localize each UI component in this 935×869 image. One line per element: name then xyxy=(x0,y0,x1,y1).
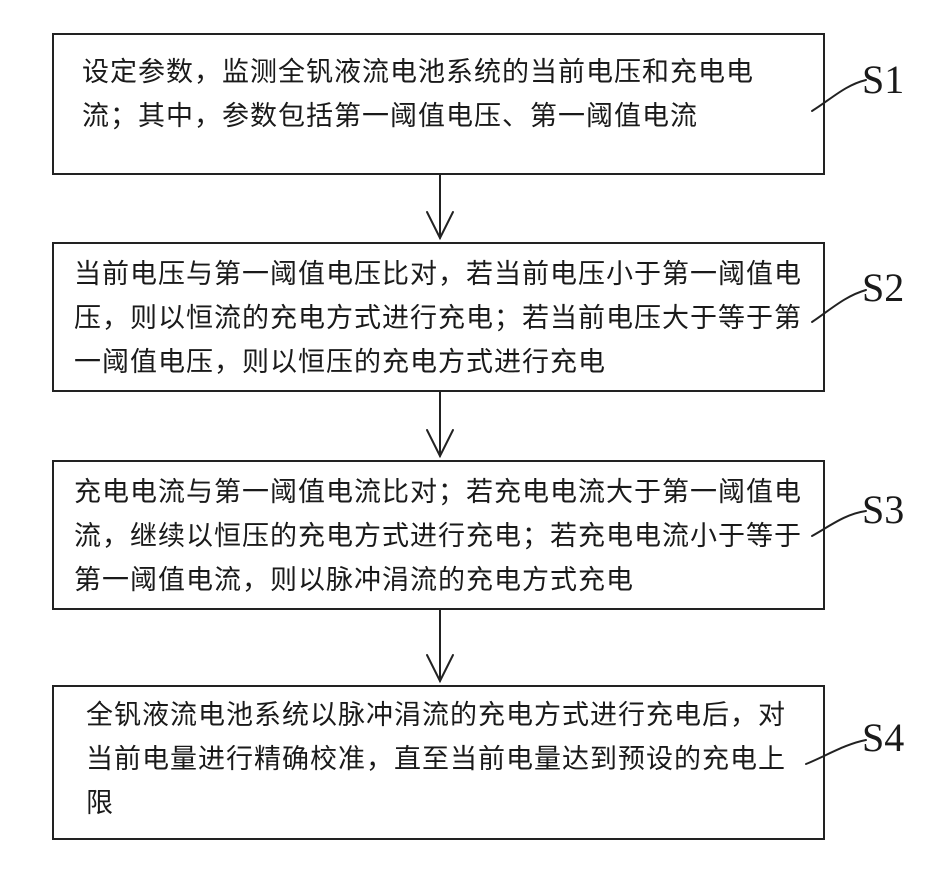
step-box-s4: 全钒液流电池系统以脉冲涓流的充电方式进行充电后，对当前电量进行精确校准，直至当前… xyxy=(52,685,825,840)
step-box-s2: 当前电压与第一阈值电压比对，若当前电压小于第一阈值电压，则以恒流的充电方式进行充… xyxy=(52,242,825,392)
arrow-head-s3-s4 xyxy=(427,655,453,681)
step-label-s1: S1 xyxy=(862,60,904,100)
step-box-s1: 设定参数，监测全钒液流电池系统的当前电压和充电电流；其中，参数包括第一阈值电压、… xyxy=(52,33,825,175)
arrow-head-s2-s3 xyxy=(427,430,453,456)
step-text-s2: 当前电压与第一阈值电压比对，若当前电压小于第一阈值电压，则以恒流的充电方式进行充… xyxy=(74,253,809,385)
step-box-s3: 充电电流与第一阈值电流比对；若充电电流大于第一阈值电流，继续以恒压的充电方式进行… xyxy=(52,460,825,610)
step-label-s4: S4 xyxy=(862,718,904,758)
step-label-s2: S2 xyxy=(862,268,904,308)
step-text-s3: 充电电流与第一阈值电流比对；若充电电流大于第一阈值电流，继续以恒压的充电方式进行… xyxy=(74,471,809,603)
step-label-s3: S3 xyxy=(862,490,904,530)
step-text-s1: 设定参数，监测全钒液流电池系统的当前电压和充电电流；其中，参数包括第一阈值电压、… xyxy=(82,51,809,139)
step-text-s4: 全钒液流电池系统以脉冲涓流的充电方式进行充电后，对当前电量进行精确校准，直至当前… xyxy=(86,694,809,826)
arrow-head-s1-s2 xyxy=(427,212,453,238)
